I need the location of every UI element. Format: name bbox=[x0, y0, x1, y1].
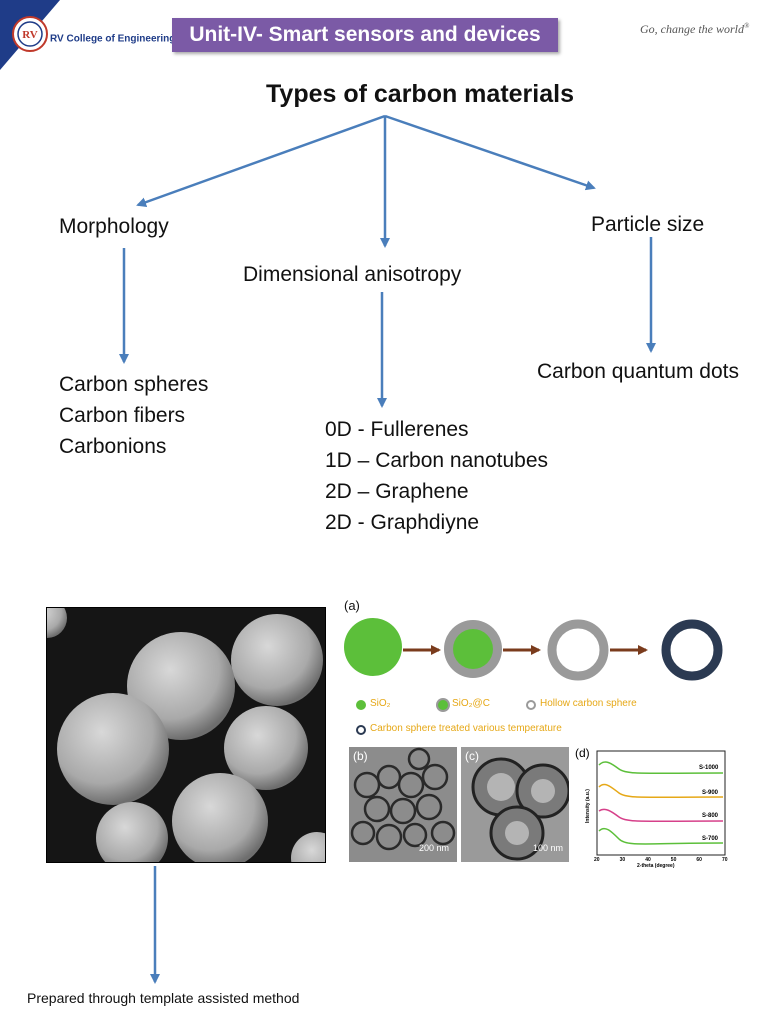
xrd-series-s1000 bbox=[598, 761, 724, 775]
series-label: S-900 bbox=[702, 790, 719, 796]
node-dimensional-anisotropy: Dimensional anisotropy bbox=[243, 263, 462, 286]
list-item: Carbon spheres bbox=[59, 373, 209, 396]
tem-image-c: (c) 100 nm bbox=[461, 747, 569, 862]
tem-image-b: (b) 200 nm bbox=[349, 747, 457, 862]
y-axis-label: Intensity (a.u.) bbox=[585, 789, 591, 823]
list-item: 1D – Carbon nanotubes bbox=[325, 449, 548, 472]
x-tick-label: 50 bbox=[671, 857, 677, 863]
node-morphology: Morphology bbox=[59, 215, 169, 238]
series-label: S-800 bbox=[702, 813, 719, 819]
legend-sio2: SiO₂ bbox=[370, 698, 391, 709]
legend-treated-dot bbox=[356, 725, 366, 735]
arrow-to-morphology bbox=[136, 114, 386, 207]
legend-sio2-dot bbox=[356, 700, 366, 710]
xrd-plot: (d) S-1000 S-900 S-800 S-700 Intensity (… bbox=[575, 746, 728, 869]
particle-list: Carbon quantum dots bbox=[537, 356, 739, 387]
list-item: Carbon fibers bbox=[59, 404, 186, 427]
series-label: S-700 bbox=[702, 836, 719, 842]
panel-c-label: (c) bbox=[465, 749, 479, 763]
logo-letters: RV bbox=[22, 29, 38, 41]
panel-a-label: (a) bbox=[344, 598, 360, 613]
morphology-list: Carbon spheres Carbon fibers Carbonions bbox=[59, 369, 208, 462]
treated-carbon-sphere bbox=[661, 619, 723, 681]
tagline-mark: ® bbox=[744, 22, 750, 30]
x-tick-label: 70 bbox=[722, 857, 728, 863]
x-tick-label: 20 bbox=[594, 857, 600, 863]
legend-sio2c-dot bbox=[438, 700, 448, 710]
legend-sio2c: SiO₂@C bbox=[452, 698, 490, 709]
x-tick-label: 40 bbox=[645, 857, 651, 863]
series-label: S-1000 bbox=[699, 765, 719, 771]
scale-bar-b: 200 nm bbox=[419, 843, 450, 853]
hollow-carbon-sphere bbox=[547, 619, 609, 681]
college-logo: RV bbox=[12, 16, 48, 52]
unit-banner: Unit-IV- Smart sensors and devices bbox=[172, 18, 558, 52]
panel-d-label: (d) bbox=[575, 746, 590, 760]
node-particle-size: Particle size bbox=[591, 213, 705, 236]
arrow-to-particle bbox=[384, 114, 596, 191]
college-name-text: RV College of Engineering bbox=[50, 33, 176, 45]
sio2-core bbox=[344, 618, 402, 676]
xrd-series-s800 bbox=[598, 808, 724, 823]
scale-bar-c: 100 nm bbox=[533, 843, 564, 853]
dimensional-list: 0D - Fullerenes 1D – Carbon nanotubes 2D… bbox=[325, 414, 548, 538]
tagline-text: Go, change the world bbox=[640, 22, 744, 36]
sem-carbon-spheres-image bbox=[46, 607, 326, 863]
list-item: 0D - Fullerenes bbox=[325, 418, 469, 441]
diagram-title: Types of carbon materials bbox=[266, 80, 574, 108]
schematic-legend: SiO₂ SiO₂@C Hollow carbon sphere Carbon … bbox=[340, 692, 740, 742]
legend-hollow-dot bbox=[526, 700, 536, 710]
list-item: 2D - Graphdiyne bbox=[325, 511, 480, 534]
tagline: Go, change the world® bbox=[640, 22, 749, 37]
legend-treated: Carbon sphere treated various temperatur… bbox=[370, 723, 562, 734]
synthesis-schematic bbox=[344, 618, 723, 681]
panel-b-label: (b) bbox=[353, 749, 368, 763]
list-item: Carbonions bbox=[59, 435, 167, 458]
legend-hollow: Hollow carbon sphere bbox=[540, 698, 637, 709]
xrd-series-s900 bbox=[598, 783, 724, 799]
list-item: Carbon quantum dots bbox=[537, 360, 739, 383]
xrd-series-s700 bbox=[598, 827, 724, 845]
list-item: 2D – Graphene bbox=[325, 480, 469, 503]
x-axis-label: 2-theta (degree) bbox=[637, 863, 675, 869]
sio2-carbon-core bbox=[453, 629, 493, 669]
college-name: RV College of Engineering ® bbox=[50, 32, 183, 44]
x-tick-label: 60 bbox=[696, 857, 702, 863]
x-tick-label: 30 bbox=[620, 857, 626, 863]
caption: Prepared through template assisted metho… bbox=[27, 990, 300, 1006]
